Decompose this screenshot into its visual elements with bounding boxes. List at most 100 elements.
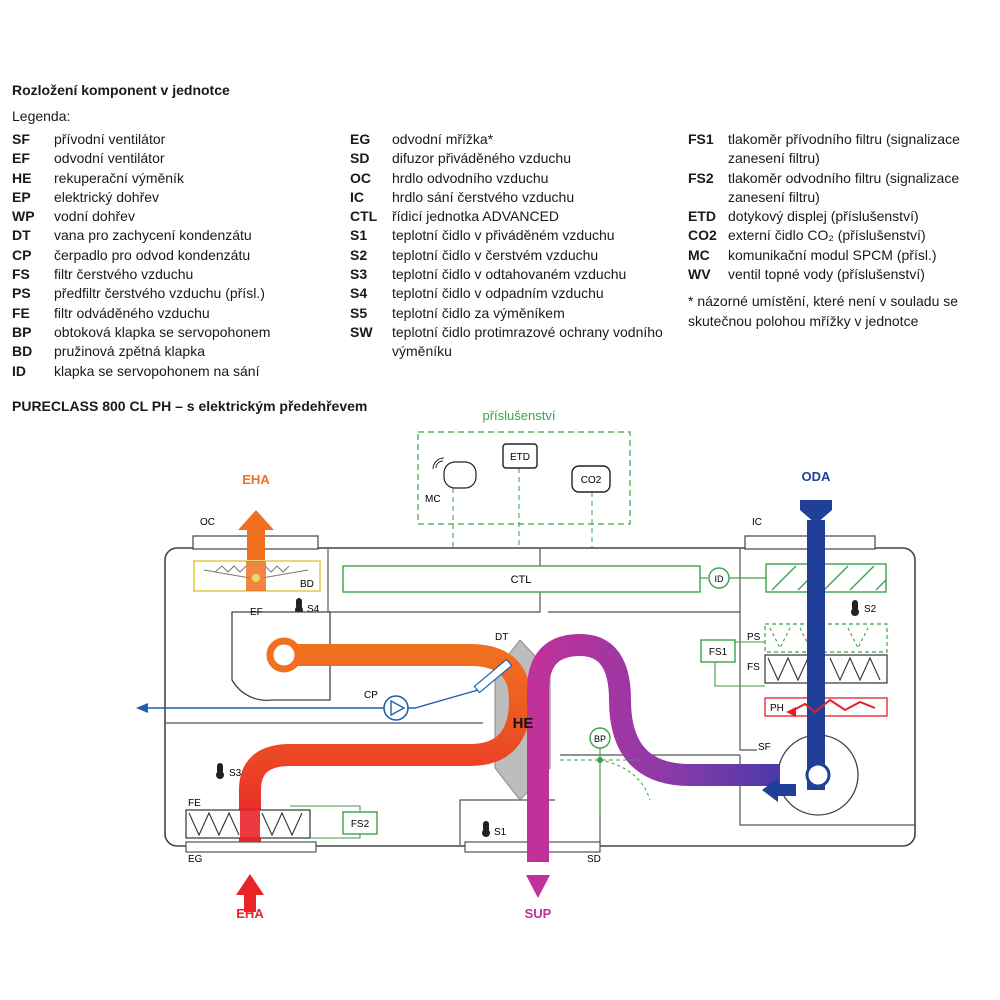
legend-description: hrdlo sání čerstvého vzduchu [392, 188, 575, 205]
legend-description: obtoková klapka se servopohonem [54, 323, 271, 340]
legend-description: tlakoměr přívodního filtru (signalizace … [728, 131, 960, 167]
legend-code: SW [350, 323, 373, 340]
legend-code: BP [12, 323, 32, 340]
fs1-label: FS1 [709, 647, 728, 658]
dt-condensate-tray [473, 658, 513, 694]
s1-label: S1 [494, 827, 507, 838]
legend-description: vana pro zachycení kondenzátu [54, 227, 252, 244]
sup-label: SUP [525, 906, 552, 921]
cp-condensate-pump [383, 695, 409, 721]
legend-description: filtr čerstvého vzduchu [54, 266, 194, 283]
bp-damper-arc [599, 759, 651, 801]
mc-module-icon [432, 457, 477, 489]
ic-label: IC [752, 517, 762, 528]
legend-code: FS2 [688, 169, 714, 186]
etd-display-icon [502, 443, 538, 469]
legend-code: S3 [350, 266, 368, 283]
bd-pivot [252, 574, 260, 582]
legend-code: BD [12, 343, 33, 360]
legend-description: klapka se servopohonem na sání [54, 362, 260, 379]
fs1-pressure-gauge [700, 639, 736, 663]
ph-label: PH [770, 703, 784, 714]
legend-code: S5 [350, 304, 368, 321]
diagram-subtitle: PURECLASS 800 CL PH – s elektrickým před… [12, 398, 368, 414]
accessories-label: příslušenství [483, 408, 556, 423]
legend-item: WV ventil topné vody (příslušenství) [688, 265, 993, 284]
preheater-heating-line [789, 698, 876, 714]
legend-item: FS filtr čerstvého vzduchu [12, 265, 332, 284]
legend-description: odvodní mřížka* [392, 131, 494, 147]
legend-code: WP [12, 208, 35, 225]
fe-flow-segment [240, 808, 260, 840]
legend-item: SF přívodní ventilátor [12, 130, 332, 149]
legend-item: PS předfiltr čerstvého vzduchu (přísl.) [12, 284, 332, 303]
s4-label: S4 [307, 604, 320, 615]
legend-code: PS [12, 285, 31, 302]
legend-code: FS [12, 266, 30, 283]
co2-sensor-icon [571, 465, 611, 493]
s3-sensor-icon [216, 763, 224, 779]
legend-code: S2 [350, 246, 368, 263]
legend-code: OC [350, 169, 371, 186]
oda-label: ODA [802, 469, 832, 484]
sd-label: SD [587, 854, 601, 865]
legend-item: SD difuzor přiváděného vzduchu [350, 149, 680, 168]
legend-code: WV [688, 266, 711, 283]
legend-code: SF [12, 131, 30, 147]
legend-description: difuzor přiváděného vzduchu [392, 150, 572, 167]
legend-description: teplotní čidlo v odpadním vzduchu [392, 285, 604, 302]
etd-label: ETD [510, 452, 530, 463]
eha-top-label: EHA [242, 472, 270, 487]
legend-description: ventil topné vody (příslušenství) [728, 266, 925, 283]
mc-label: MC [425, 494, 441, 505]
condensate-line [146, 689, 479, 709]
legend-description: rekuperační výměník [54, 169, 184, 186]
legend-description: přívodní ventilátor [54, 131, 166, 147]
legend-code: DT [12, 227, 31, 244]
page-title: Rozložení komponent v jednotce [12, 82, 230, 98]
legend-description: komunikační modul SPCM (přísl.) [728, 246, 937, 263]
ctl-control-unit [342, 565, 701, 593]
legend-item: DT vana pro zachycení kondenzátu [12, 226, 332, 245]
bp-pivot [597, 757, 603, 763]
legend-item: BP obtoková klapka se servopohonem [12, 323, 332, 342]
intake-damper [765, 563, 887, 593]
legend-description: filtr odváděného vzduchu [54, 304, 210, 321]
legend-description: čerpadlo pro odvod kondenzátu [54, 246, 251, 263]
fresh-air-filter-fs [764, 654, 888, 684]
legend-description: předfiltr čerstvého vzduchu (přísl.) [54, 285, 265, 302]
eha-top-arrow [238, 510, 274, 530]
s3-label: S3 [229, 768, 242, 779]
s1-sensor-icon [482, 821, 490, 837]
eg-label: EG [188, 854, 203, 865]
legend-description: dotykový displej (příslušenství) [728, 208, 919, 225]
eha-bottom-arrow [236, 874, 264, 912]
legend-description: teplotní čidlo v odtahovaném vzduchu [392, 266, 627, 283]
s2-sensor-icon [851, 600, 859, 616]
supply-air-path [527, 633, 780, 862]
bp-bypass-actuator [589, 727, 611, 749]
legend-code: SD [350, 150, 370, 167]
legend-description: hrdlo odvodního vzduchu [392, 169, 549, 186]
preheater-arrow [786, 707, 796, 717]
legend-code: CO2 [688, 227, 717, 244]
legend-code: CTL [350, 208, 378, 225]
eg-grille [185, 841, 317, 853]
legend-description: elektrický dohřev [54, 188, 160, 205]
legend-item: OC hrdlo odvodního vzduchu [350, 169, 680, 188]
